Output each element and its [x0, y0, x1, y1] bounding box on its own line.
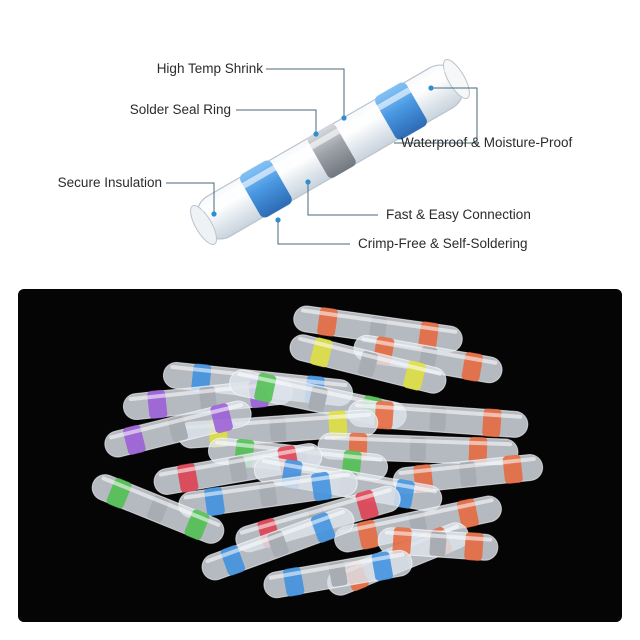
- callout-crimp-free: Crimp-Free & Self-Soldering: [358, 236, 528, 251]
- photo-connector: [293, 305, 463, 353]
- right-sealing-ring: [375, 82, 427, 140]
- connector-diagram: High Temp Shrink Solder Seal Ring Secure…: [0, 0, 640, 280]
- leader-high-temp-shrink: [266, 68, 345, 118]
- leader-lines: [166, 68, 478, 245]
- callout-high-temp-shrink: High Temp Shrink: [156, 61, 263, 76]
- callout-secure-insulation: Secure Insulation: [57, 175, 162, 190]
- photo-connector: [201, 507, 355, 581]
- callout-fast-easy: Fast & Easy Connection: [386, 207, 531, 222]
- leader-secure-insulation: [166, 182, 215, 214]
- photo-connector: [153, 442, 323, 496]
- connector-illustration: [166, 59, 478, 245]
- solder-ring: [307, 124, 356, 178]
- callout-solder-seal-ring: Solder Seal Ring: [129, 102, 231, 117]
- photo-connector: [263, 549, 413, 599]
- left-sealing-ring: [240, 160, 292, 218]
- callout-waterproof: Waterproof & Moisture-Proof: [401, 135, 573, 150]
- connector-assortment-photo: [18, 289, 622, 622]
- photo-connector: [347, 400, 529, 438]
- leader-waterproof: [394, 87, 478, 144]
- leader-crimp-free: [277, 220, 350, 245]
- photo-connector: [178, 469, 358, 519]
- leader-dots: [211, 85, 434, 223]
- tube-left-opening: [190, 205, 218, 245]
- connector-pile: [91, 305, 544, 599]
- tube-right-opening: [442, 59, 470, 99]
- photo-connector: [91, 474, 225, 544]
- photo-connector: [289, 334, 447, 394]
- photo-connector: [104, 400, 252, 458]
- leader-solder-seal-ring: [236, 109, 317, 134]
- photo-connector: [377, 527, 499, 561]
- leader-fast-easy: [307, 182, 378, 216]
